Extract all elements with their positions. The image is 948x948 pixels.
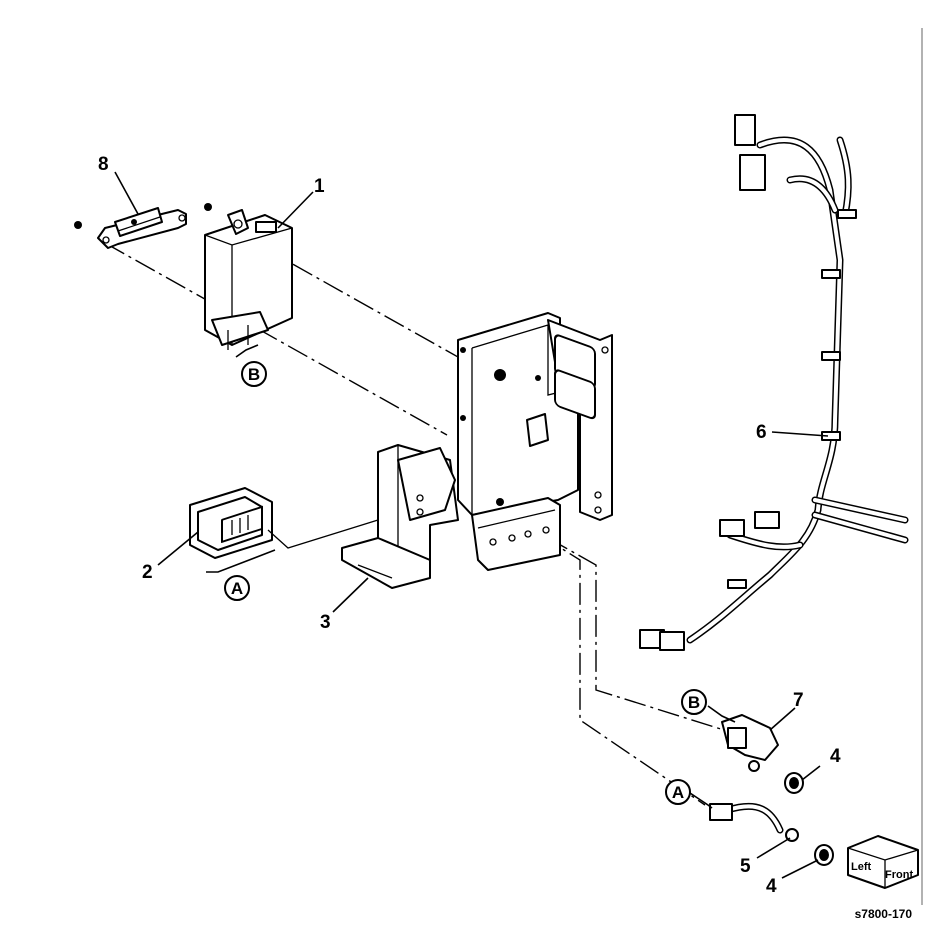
part-1-module <box>204 203 293 350</box>
callout-1: 1 <box>314 176 325 197</box>
callout-4-lower: 4 <box>766 876 777 897</box>
part-7-connector <box>721 714 779 772</box>
main-bracket <box>457 312 613 571</box>
figure-id: s7800-170 <box>855 907 913 921</box>
callout-8: 8 <box>98 154 109 175</box>
part-4-screw-upper <box>784 772 804 794</box>
callout-4-upper: 4 <box>830 746 841 767</box>
orientation-front-label: Front <box>885 869 913 881</box>
connector-a-left: A <box>224 575 250 601</box>
callout-7: 7 <box>793 690 804 711</box>
connector-a-right: A <box>665 779 691 805</box>
callout-6: 6 <box>756 422 767 443</box>
callout-3: 3 <box>320 612 331 633</box>
part-8-bracket <box>74 207 187 249</box>
callout-2: 2 <box>142 562 153 583</box>
leader-lines <box>114 171 829 879</box>
part-5-ground-wire <box>709 802 799 842</box>
connector-b-top-label: B <box>248 365 260 384</box>
part-6-harness <box>639 114 909 651</box>
part-3-bracket <box>341 444 459 589</box>
connector-b-top: B <box>241 361 267 387</box>
part-2-socket <box>189 487 379 559</box>
callout-5: 5 <box>740 856 751 877</box>
part-4-screw-lower <box>814 844 834 866</box>
orientation-left-label: Left <box>851 861 872 873</box>
orientation-cube: Left Front <box>847 835 919 889</box>
connector-b-right: B <box>681 689 707 715</box>
connector-b-right-label: B <box>688 693 700 712</box>
connector-a-right-label: A <box>672 783 684 802</box>
connector-a-left-label: A <box>231 579 243 598</box>
